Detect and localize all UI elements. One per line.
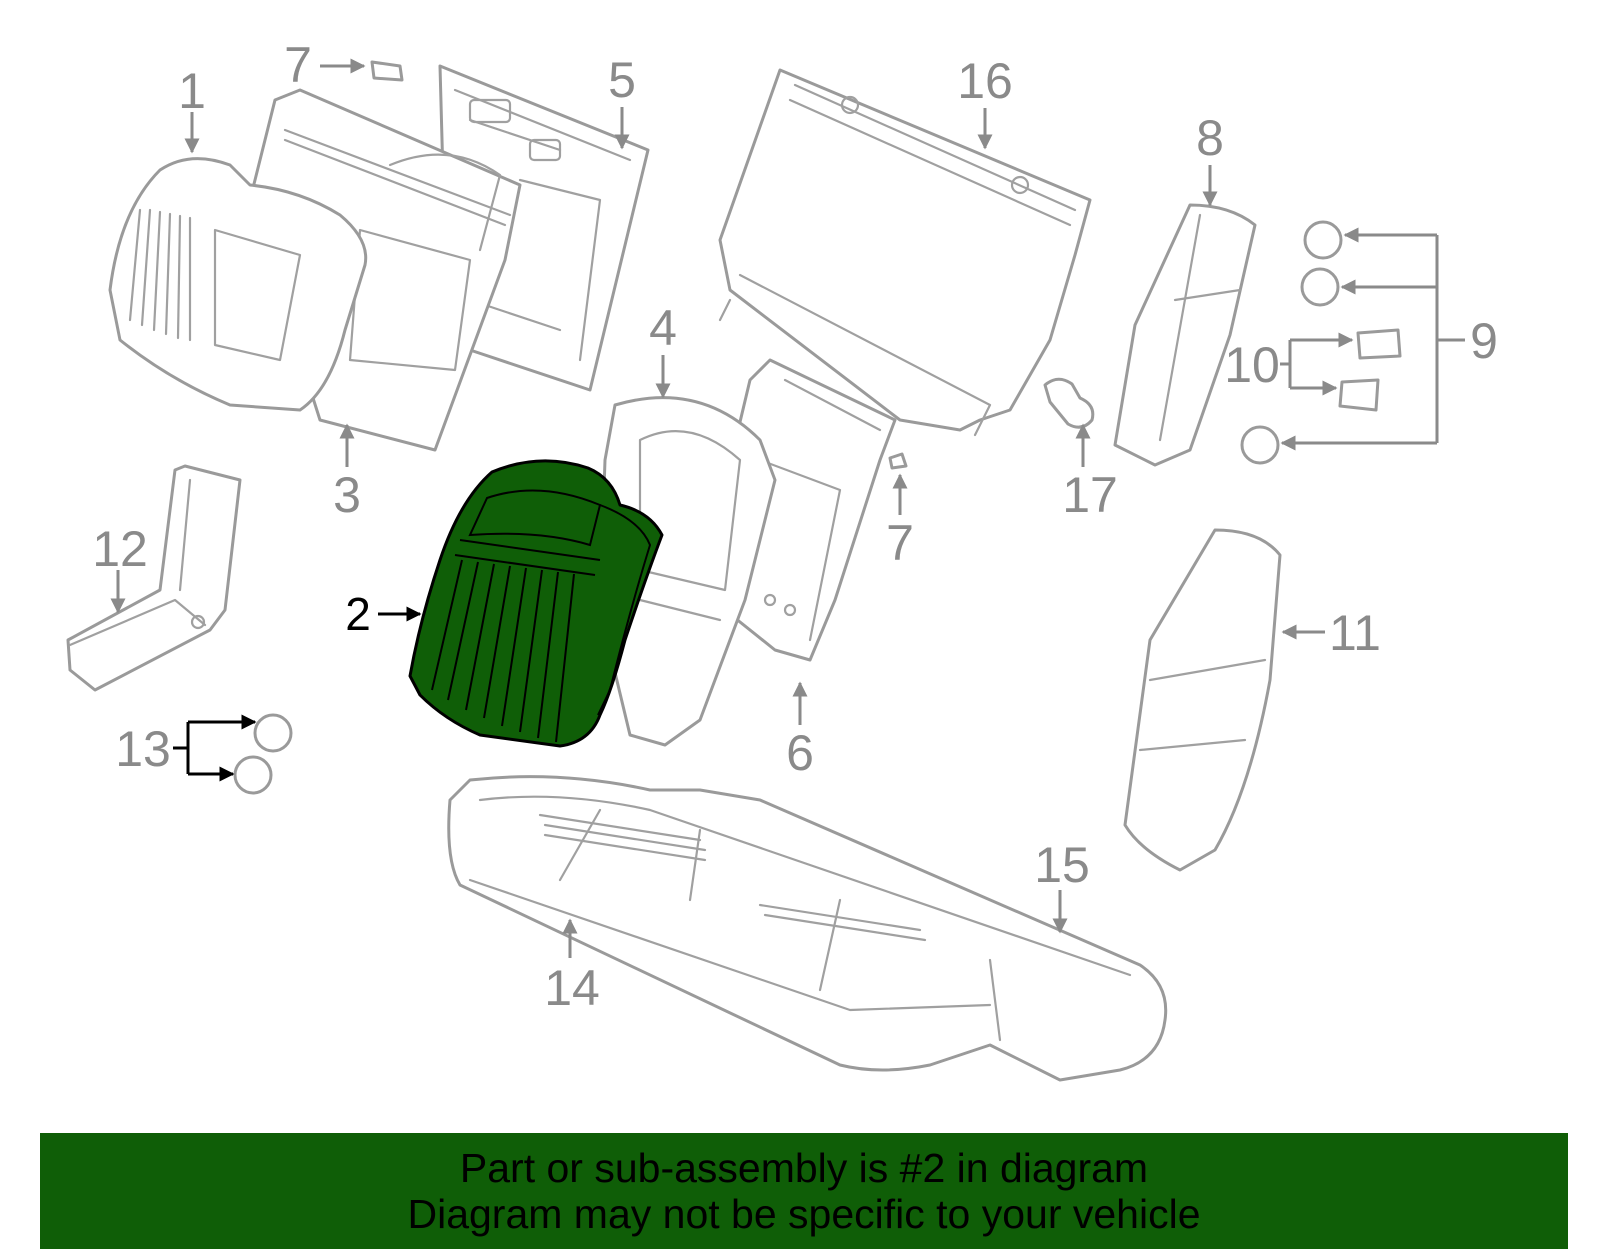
part-9-grommets xyxy=(1240,220,1343,465)
callout-5: 5 xyxy=(608,52,636,108)
callout-6: 6 xyxy=(786,725,814,781)
callout-14: 14 xyxy=(544,960,600,1016)
part-13-plugs xyxy=(233,713,293,795)
callout-3: 3 xyxy=(333,467,361,523)
part-10-guides xyxy=(1338,328,1402,412)
callout-2: 2 xyxy=(345,588,371,640)
leader-lines xyxy=(110,58,1465,958)
callout-11: 11 xyxy=(1329,605,1381,661)
callout-12: 12 xyxy=(92,521,148,577)
callout-16: 16 xyxy=(957,53,1013,109)
part-7-clip-top xyxy=(370,60,404,82)
callout-13: 13 xyxy=(115,721,171,777)
part-17-bumper xyxy=(1043,377,1095,429)
info-banner: Part or sub-assembly is #2 in diagram Di… xyxy=(40,1133,1568,1249)
part-2-seatback-cover-highlighted xyxy=(408,459,664,748)
part-4-seatback-pad xyxy=(598,396,777,747)
callout-9: 9 xyxy=(1470,313,1498,369)
banner-line-part: Part or sub-assembly is #2 in diagram xyxy=(459,1145,1149,1191)
callout-8: 8 xyxy=(1196,110,1224,166)
callout-17: 17 xyxy=(1062,467,1118,523)
callout-15: 15 xyxy=(1034,837,1090,893)
part-16-frame xyxy=(718,68,1092,437)
callout-10: 10 xyxy=(1224,337,1280,393)
callout-labels: 1 2 3 4 5 6 7 7 8 9 10 11 12 13 14 15 16… xyxy=(92,37,1498,1016)
part-12-armrest xyxy=(66,464,242,692)
part-11-side-cushion xyxy=(1123,528,1282,872)
part-1-seatback-cover xyxy=(108,157,368,412)
callout-1: 1 xyxy=(178,63,206,119)
callout-4: 4 xyxy=(649,300,677,356)
part-8-side-bolster xyxy=(1113,203,1257,467)
part-7-clip-right xyxy=(888,452,908,470)
banner-line-disclaimer: Diagram may not be specific to your vehi… xyxy=(407,1191,1201,1237)
part-14-15-seat-cushion xyxy=(447,775,1168,1082)
callout-7-top: 7 xyxy=(284,37,312,93)
callout-7-right: 7 xyxy=(886,515,914,571)
